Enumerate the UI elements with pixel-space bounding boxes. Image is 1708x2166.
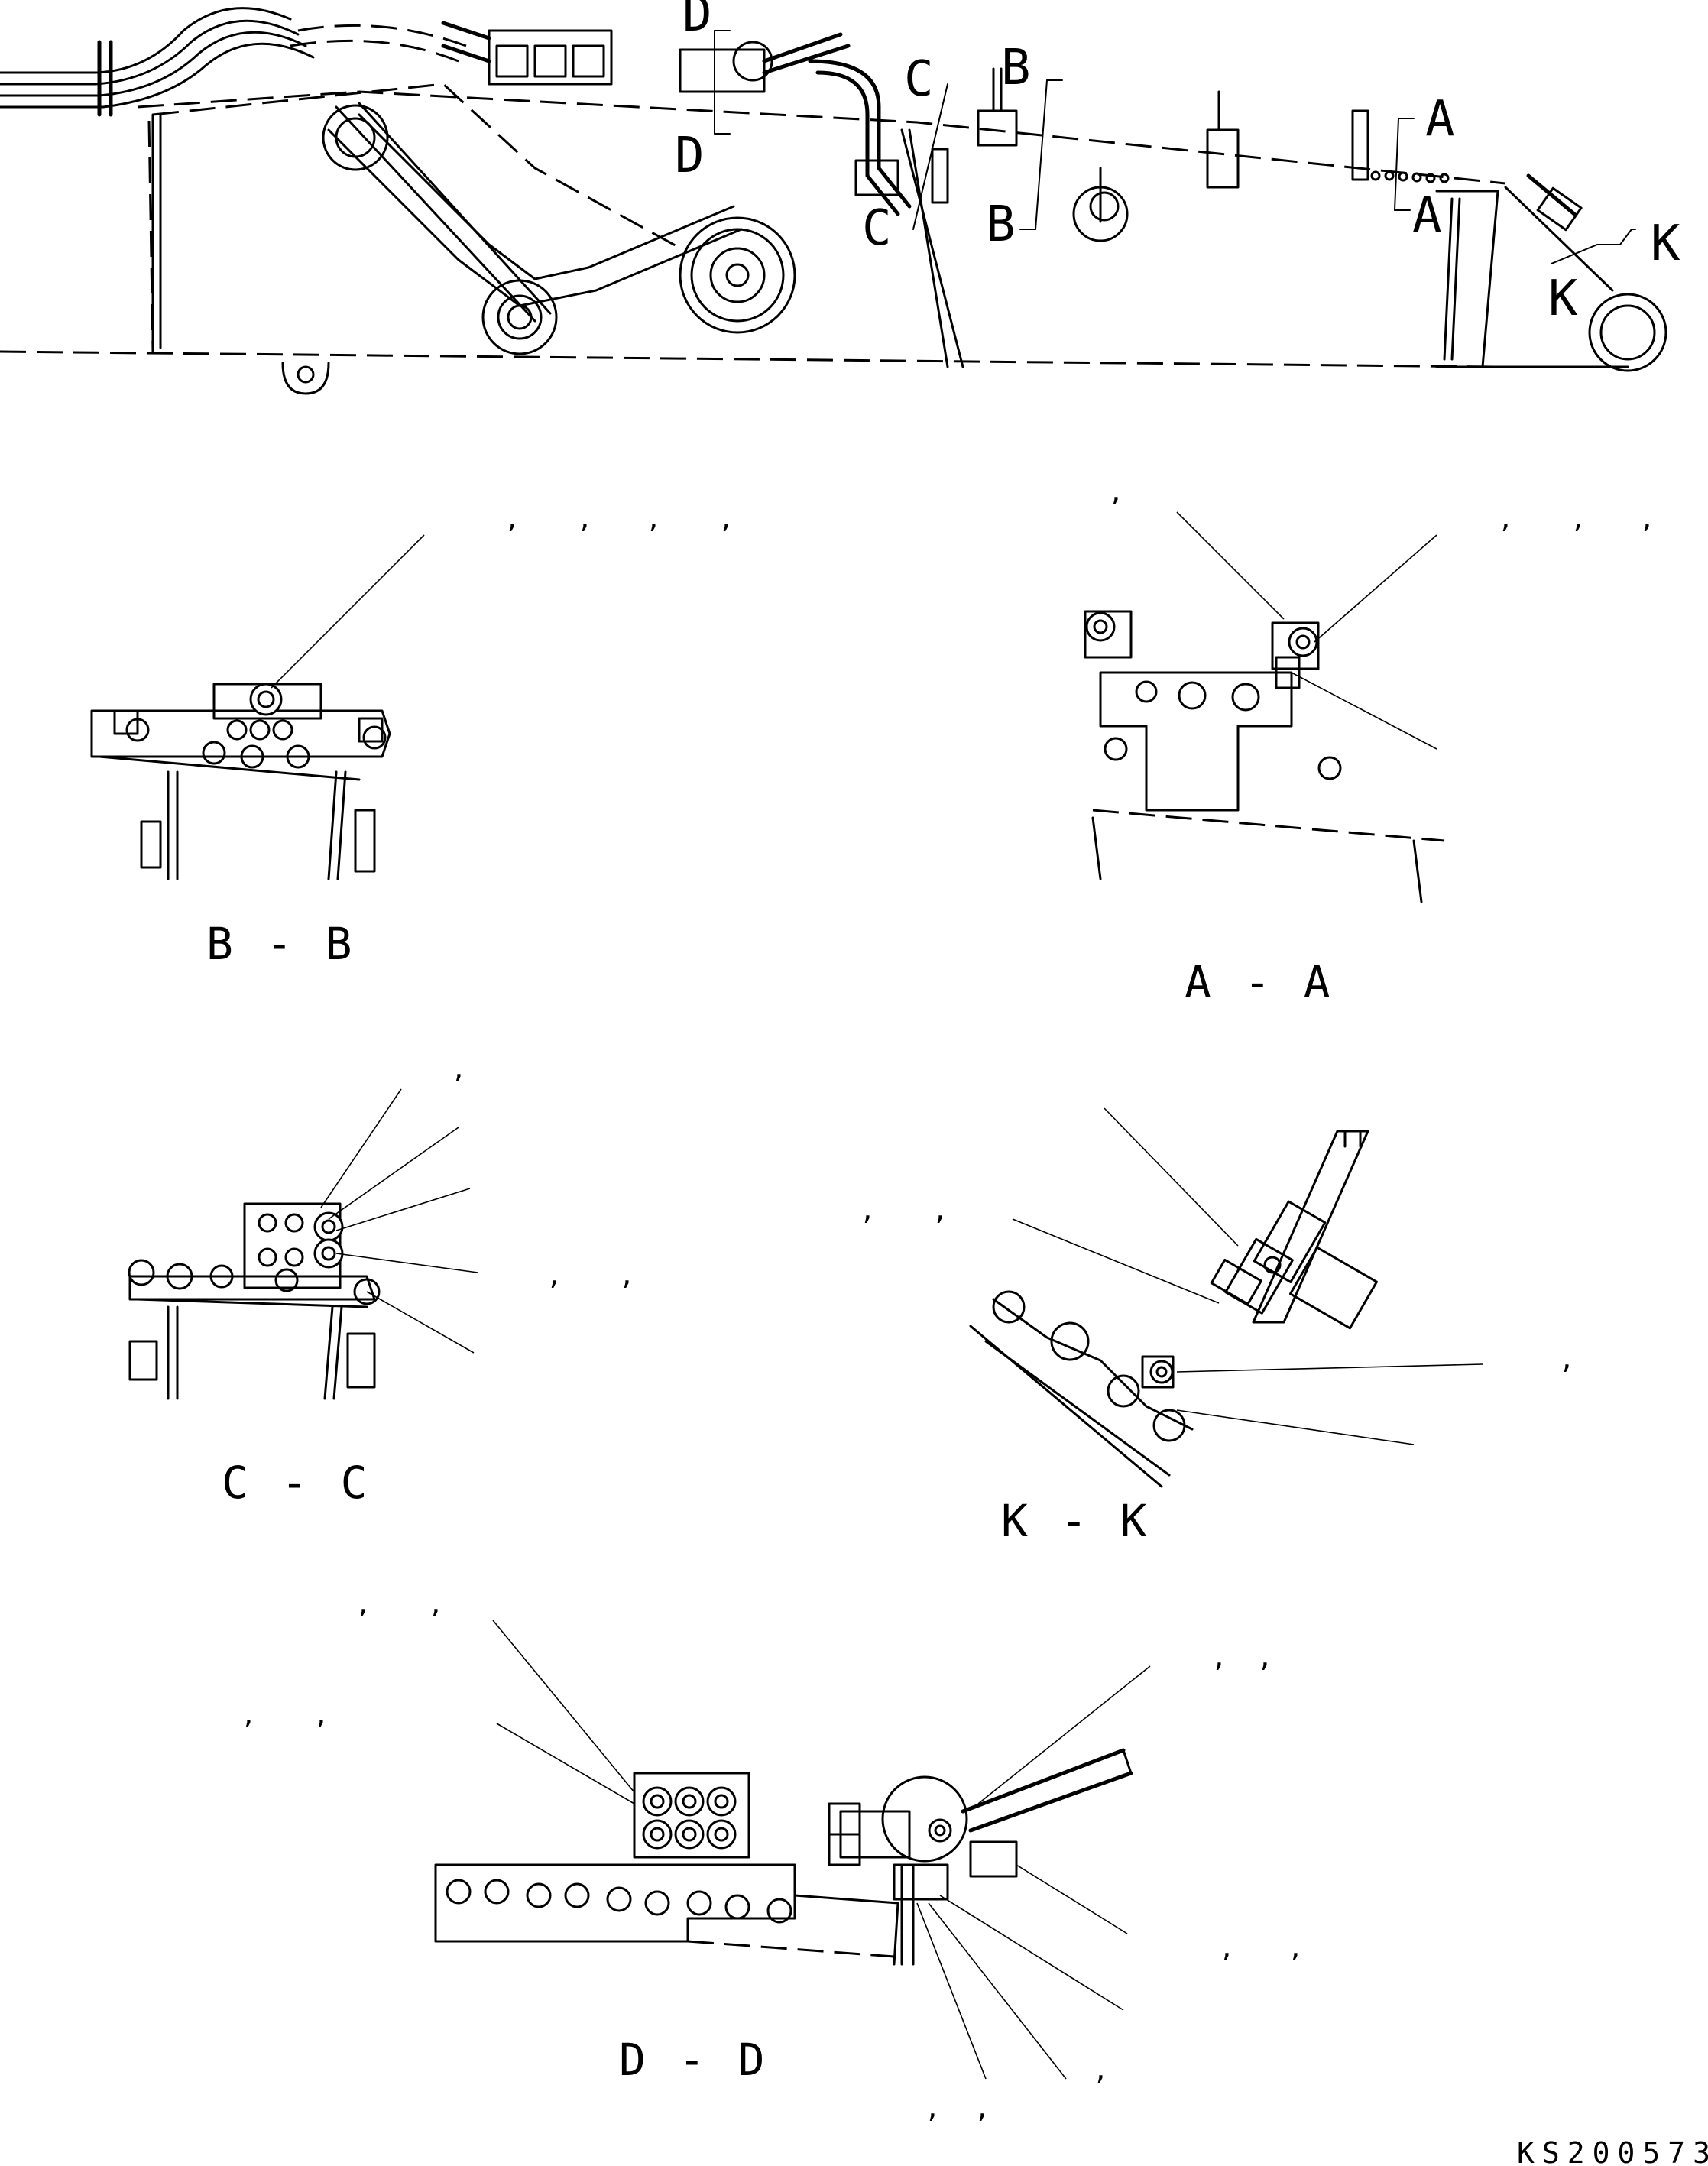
sep-aa-1: , — [1108, 477, 1123, 507]
section-title-bb: B - B — [206, 918, 355, 970]
sep-cc-2: , — [546, 1260, 562, 1291]
callout-c-top: C — [904, 51, 934, 108]
sep-bb-1: , — [504, 504, 520, 534]
sep-dd-5: , — [1211, 1642, 1227, 1673]
overall-view: D D C C B B A A K K — [0, 0, 1680, 395]
sep-dd-3: , — [241, 1700, 256, 1730]
sep-dd-4: , — [313, 1700, 329, 1730]
cut-marker-k: K K — [1548, 216, 1680, 327]
section-aa-view: , , , , A - A — [1084, 477, 1655, 1008]
sep-aa-4: , — [1639, 504, 1655, 534]
cut-marker-a: A A — [1394, 91, 1455, 244]
sep-dd-9: , — [1093, 2055, 1108, 2086]
sep-dd-10: , — [925, 2093, 940, 2124]
cut-marker-c: C C — [862, 51, 948, 257]
section-title-kk: K - K — [1001, 1495, 1150, 1547]
section-bb-view: , , , , B - B — [90, 504, 734, 970]
section-title-aa: A - A — [1185, 956, 1334, 1008]
callout-d-bottom: D — [675, 128, 705, 184]
drawing-code: KS200573 — [1517, 2136, 1708, 2166]
sep-dd-2: , — [428, 1589, 443, 1620]
section-dd-view: , , , , , , , , , , , D - D — [241, 1589, 1303, 2124]
sep-dd-8: , — [1288, 1933, 1303, 1963]
callout-c-bottom: C — [862, 200, 892, 257]
callout-a-bottom: A — [1412, 187, 1442, 244]
sep-aa-2: , — [1498, 504, 1513, 534]
sep-bb-3: , — [646, 504, 661, 534]
sep-kk-2: , — [932, 1195, 948, 1226]
cut-marker-b: B B — [986, 40, 1063, 253]
sep-bb-4: , — [718, 504, 734, 534]
sep-aa-3: , — [1570, 504, 1586, 534]
section-title-cc: C - C — [222, 1457, 371, 1509]
cut-marker-d: D D — [675, 0, 731, 184]
sep-cc-3: , — [619, 1260, 634, 1291]
section-kk-view: , , , K - K — [860, 1107, 1574, 1547]
sep-dd-6: , — [1257, 1642, 1272, 1673]
sep-dd-1: , — [355, 1589, 371, 1620]
section-title-dd: D - D — [619, 2034, 768, 2086]
sep-kk-3: , — [1559, 1344, 1574, 1375]
callout-k-left: K — [1548, 271, 1578, 327]
callout-a-top: A — [1425, 91, 1455, 148]
callout-b-bottom: B — [986, 196, 1016, 253]
sep-cc-1: , — [451, 1054, 466, 1085]
sep-bb-2: , — [577, 504, 592, 534]
sep-dd-7: , — [1219, 1933, 1234, 1963]
callout-k-right: K — [1651, 216, 1680, 272]
sep-kk-1: , — [860, 1195, 875, 1226]
callout-d-top: D — [682, 0, 712, 43]
callout-b-top: B — [1001, 40, 1031, 96]
section-cc-view: , , , C - C — [128, 1054, 634, 1509]
sep-dd-11: , — [974, 2093, 990, 2124]
